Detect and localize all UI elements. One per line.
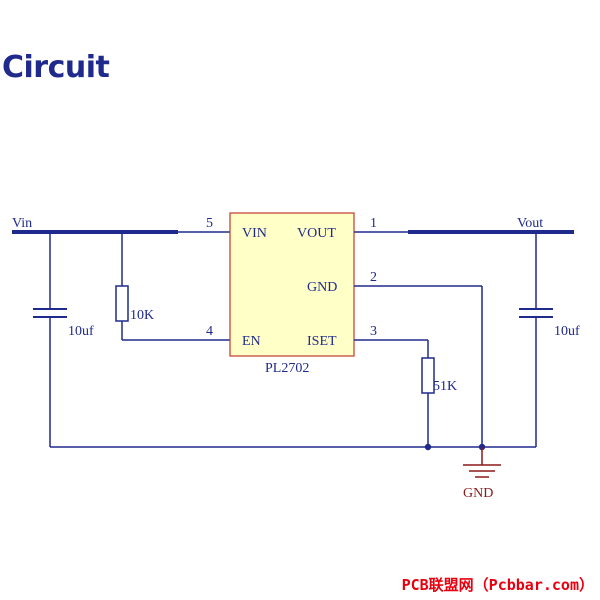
pin-iset-name: ISET: [307, 334, 337, 349]
ren-body: [115, 285, 129, 322]
page-title: Circuit: [2, 50, 110, 85]
pin-en-number: 4: [206, 324, 213, 339]
watermark: PCB联盟网（Pcbbar.com）: [401, 576, 594, 594]
ren-value-label: 10K: [130, 308, 154, 323]
pin-vin-number: 5: [206, 216, 213, 231]
pin-vout-number: 1: [370, 216, 377, 231]
chip-part-label: PL2702: [265, 361, 309, 376]
pin-vout-name: VOUT: [297, 226, 336, 241]
cout-value-label: 10uf: [554, 324, 580, 339]
pin-vin-name: VIN: [242, 226, 267, 241]
cin-value-label: 10uf: [68, 324, 94, 339]
junction-dot-iset: [424, 443, 432, 451]
chip-body: [229, 212, 355, 357]
pin-gnd-number: 2: [370, 270, 377, 285]
vin-net-label: Vin: [12, 216, 32, 231]
pin-en-name: EN: [242, 334, 261, 349]
vout-net-label: Vout: [517, 216, 543, 231]
pin-gnd-name: GND: [307, 280, 337, 295]
riset-value-label: 51K: [433, 379, 457, 394]
ground-net-label: GND: [463, 486, 493, 501]
pin-iset-number: 3: [370, 324, 377, 339]
